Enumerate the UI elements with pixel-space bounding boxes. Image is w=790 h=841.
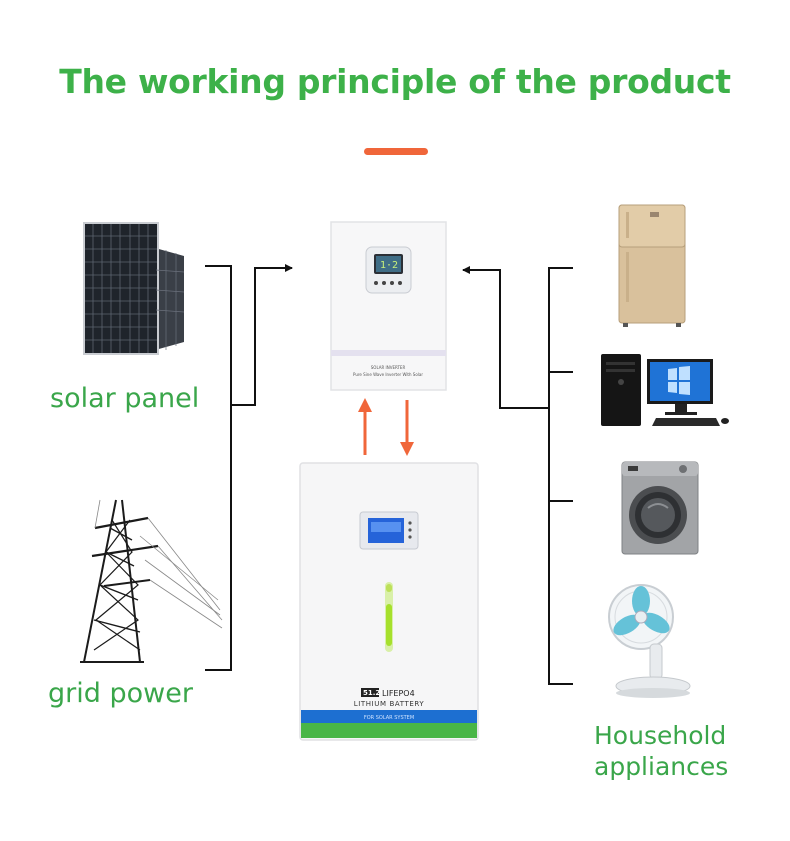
solar-panel-label: solar panel — [50, 383, 200, 414]
power-tower-icon — [80, 499, 223, 663]
grid-power-label: grid power — [48, 678, 193, 709]
electric-fan-icon — [608, 584, 691, 698]
page-title: The working principle of the product — [59, 62, 731, 101]
inverter-sublabel: Pure Sine Wave Inverter With Solar — [353, 372, 423, 377]
refrigerator-icon — [618, 204, 686, 327]
washing-machine-icon — [621, 461, 699, 555]
inverter-screen-text: 1·2 — [380, 260, 398, 271]
battery-name: LITHIUM BATTERY — [354, 700, 425, 708]
title-accent-bar — [364, 148, 428, 155]
desktop-computer-icon — [601, 354, 729, 426]
battery-chemistry: LIFEPO4 — [382, 689, 415, 698]
household-label-line-1: Household — [594, 721, 727, 750]
solar-inverter-icon: 1·2 SOLAR INVERTER Pure Sine Wave Invert… — [330, 221, 447, 391]
source-connector — [205, 264, 293, 671]
solar-panel-icon — [83, 222, 185, 355]
household-appliances-label: Household appliances — [594, 720, 728, 782]
lithium-battery-icon: 51.2V LIFEPO4 LITHIUM BATTERY FOR SOLAR … — [299, 462, 479, 741]
household-label-line-2: appliances — [594, 752, 729, 781]
load-connector — [462, 266, 573, 685]
battery-voltage: 51.2V — [363, 689, 386, 697]
battery-band-text: FOR SOLAR SYSTEM — [364, 715, 414, 721]
bidirectional-arrows — [358, 398, 414, 456]
inverter-label: SOLAR INVERTER — [371, 365, 406, 370]
